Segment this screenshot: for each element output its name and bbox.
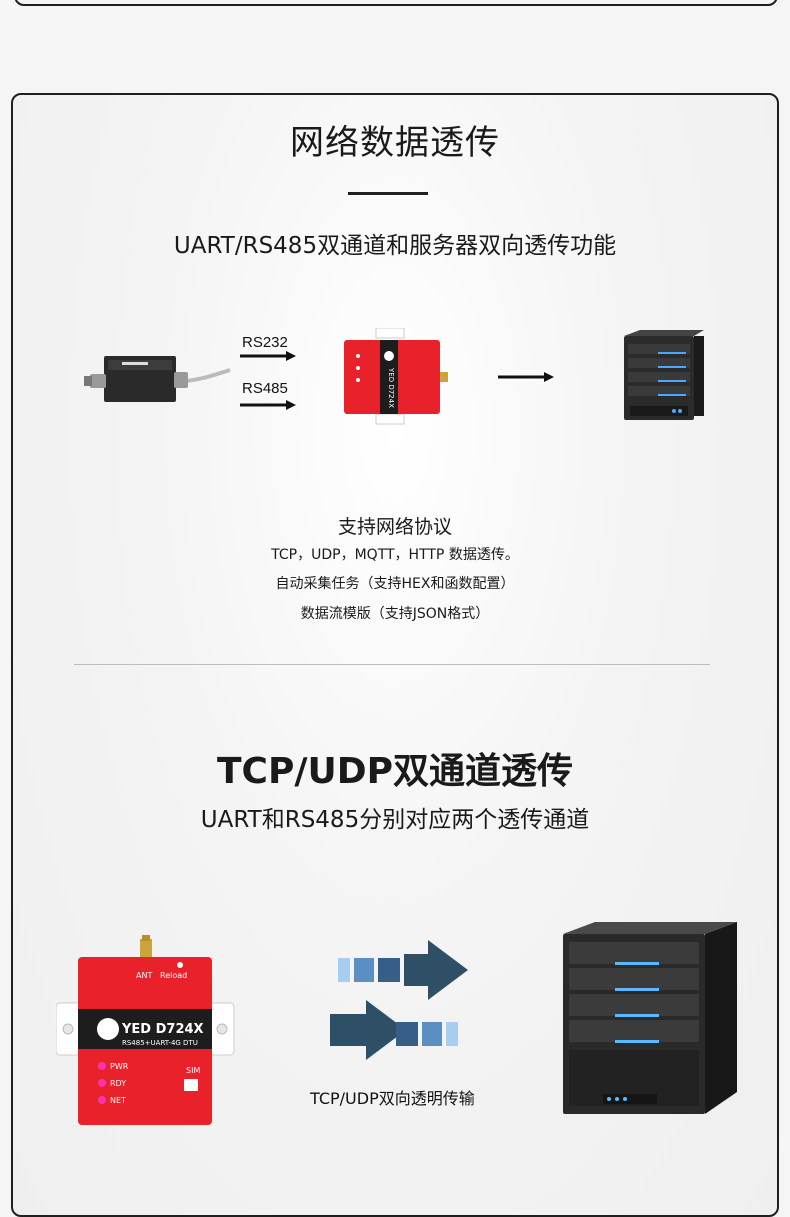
feature-item: TCP，UDP，MQTT，HTTP 数据透传。 bbox=[271, 547, 519, 563]
svg-text:PWR: PWR bbox=[110, 1062, 129, 1071]
svg-text:Reload: Reload bbox=[160, 971, 187, 980]
dtu-device-large-image: YED D724X RS485+UART-4G DTU ANT Reload S… bbox=[56, 935, 235, 1125]
section-divider bbox=[74, 664, 710, 665]
port-label-rs485: RS485 bbox=[242, 380, 288, 397]
server-large-image bbox=[563, 922, 737, 1114]
section1-title: 网络数据透传 bbox=[290, 123, 500, 163]
feature-item: 数据流模版（支持JSON格式） bbox=[300, 606, 490, 622]
section2-title: TCP/UDP双通道透传 bbox=[216, 751, 573, 792]
title-underline bbox=[348, 192, 428, 195]
section1-subtitle: UART/RS485双通道和服务器双向透传功能 bbox=[173, 233, 617, 259]
bidirectional-arrows-icon bbox=[330, 940, 468, 1060]
device-model-text: RS485+UART-4G DTU bbox=[122, 1039, 198, 1047]
server-small-image bbox=[624, 330, 704, 420]
features-title: 支持网络协议 bbox=[337, 516, 452, 538]
svg-text:NET: NET bbox=[110, 1096, 126, 1105]
transfer-caption: TCP/UDP双向透明传输 bbox=[310, 1089, 475, 1108]
port-label-rs232: RS232 bbox=[242, 334, 288, 351]
sensor-box-image bbox=[84, 356, 231, 402]
feature-item: 自动采集任务（支持HEX和函数配置） bbox=[275, 576, 515, 592]
arrow-right-icon bbox=[240, 351, 296, 361]
arrow-right-icon bbox=[498, 372, 554, 382]
dtu-device-small-image: YED D724X bbox=[344, 328, 448, 425]
svg-text:ANT: ANT bbox=[136, 971, 152, 980]
arrow-right-icon bbox=[240, 400, 296, 410]
previous-card-edge bbox=[14, 0, 778, 6]
section2-subtitle: UART和RS485分别对应两个透传通道 bbox=[200, 807, 590, 833]
device-brand-text: YED D724X bbox=[121, 1022, 204, 1037]
svg-text:YED D724X: YED D724X bbox=[387, 367, 395, 408]
svg-text:SIM: SIM bbox=[186, 1066, 200, 1075]
svg-text:RDY: RDY bbox=[110, 1079, 126, 1088]
